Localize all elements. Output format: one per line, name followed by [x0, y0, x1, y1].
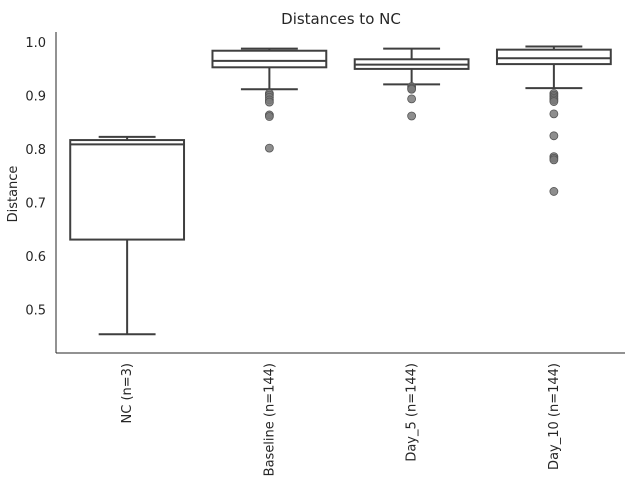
- box-iqr: [495, 48, 612, 66]
- outlier-point: [264, 112, 274, 121]
- y-tick-label: 0.8: [25, 143, 46, 158]
- outlier-point: [549, 187, 559, 196]
- outlier-point: [407, 94, 417, 104]
- y-tick-label: 0.5: [25, 304, 46, 319]
- x-tick-label: NC (n=3): [120, 363, 135, 423]
- y-tick-label: 0.7: [25, 197, 46, 212]
- y-axis-label: Distance: [6, 166, 21, 223]
- outlier-point: [549, 109, 559, 119]
- x-tick-label: Baseline (n=144): [262, 363, 277, 476]
- y-tick-label: 0.6: [25, 250, 46, 265]
- outlier-point: [549, 155, 559, 165]
- outlier-point: [549, 131, 559, 141]
- y-tick-label: 0.9: [25, 90, 46, 105]
- outlier-point: [264, 143, 274, 153]
- box-iqr: [211, 49, 328, 69]
- outlier-point: [549, 97, 559, 106]
- box-iqr: [69, 139, 186, 241]
- chart-title: Distances to NC: [281, 10, 401, 28]
- outlier-point: [407, 111, 417, 121]
- outlier-point: [264, 97, 274, 107]
- outlier-point: [407, 84, 417, 94]
- x-tick-label: Day_10 (n=144): [547, 363, 562, 470]
- plot-area: 0.5 0.6 0.7 0.8 0.9 1.0 NC (n=3) Baseline (n=14…: [25, 32, 625, 476]
- y-tick-label: 1.0: [25, 36, 46, 51]
- x-tick-label: Day_5 (n=144): [405, 363, 420, 462]
